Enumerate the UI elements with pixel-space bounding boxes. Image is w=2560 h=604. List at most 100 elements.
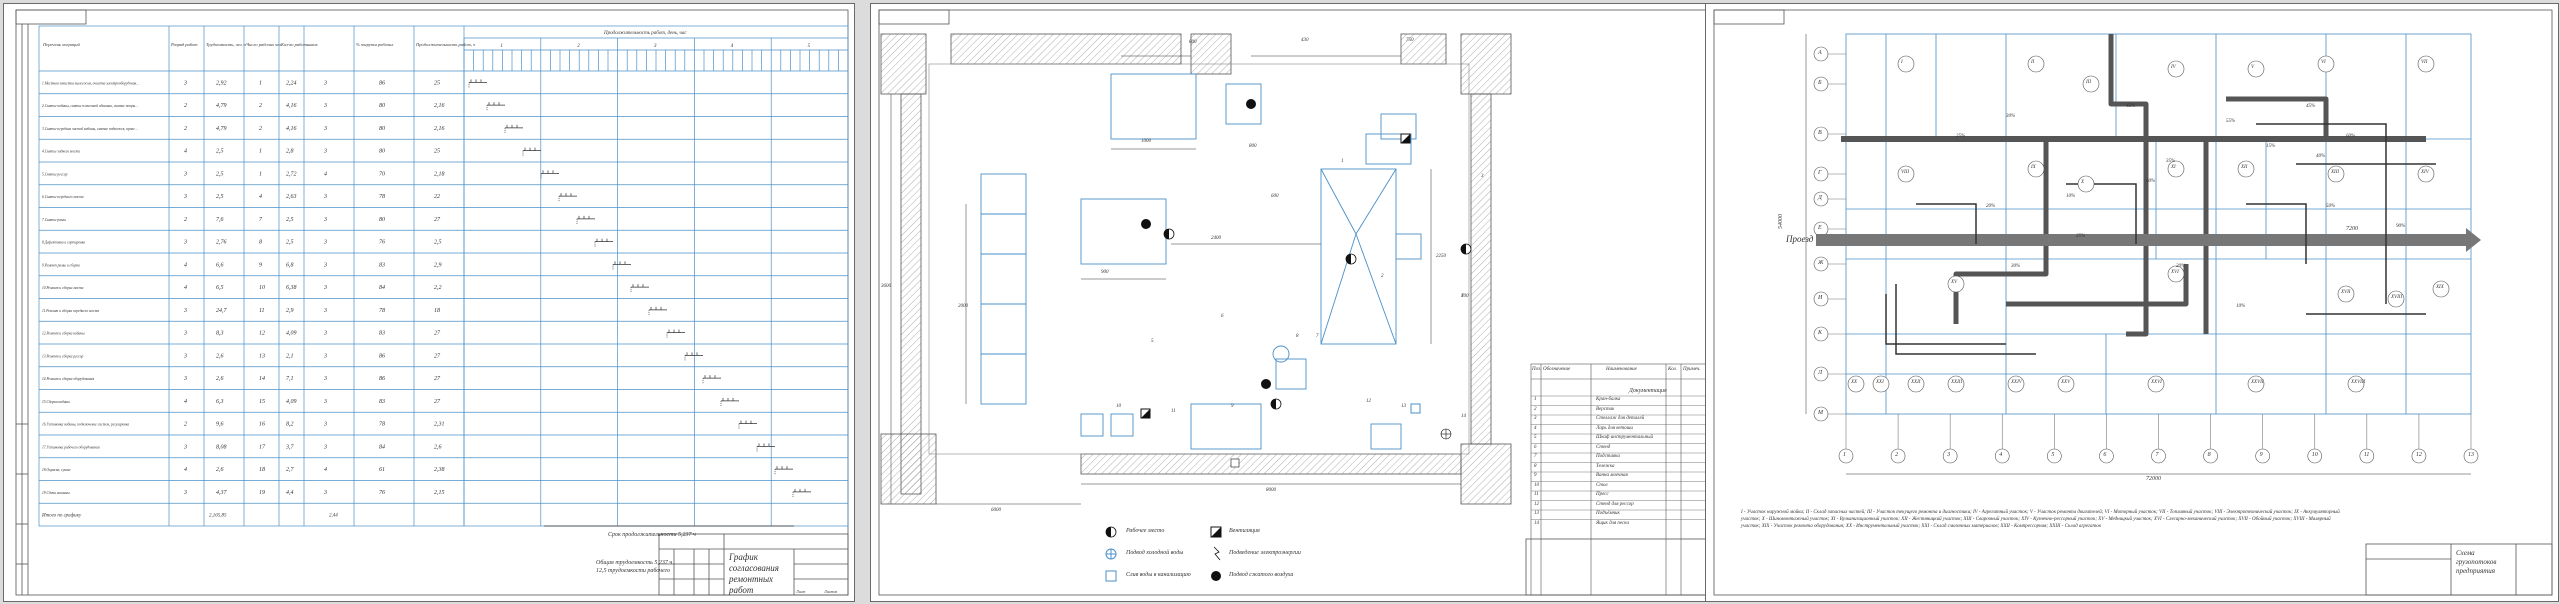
table-row-k: 2,72: [286, 171, 297, 177]
spec-item: Шкаф инструментальный: [1596, 435, 1653, 440]
table-row-op: 7.Снятие рамы: [42, 218, 66, 222]
table-row-op: 18.Окраска, сушка: [42, 468, 71, 473]
spec-header: Кол.: [1668, 367, 1677, 372]
table-row-labor: 8,3: [216, 331, 224, 337]
table-row-rank: 3: [183, 376, 187, 382]
table-row-dur: 2,6: [434, 444, 442, 450]
zone-marker: [2147, 375, 2165, 393]
axis-label-left: Б: [1818, 80, 1822, 86]
table-row-dur: 25: [434, 80, 440, 86]
table-row-op: 17.Установка рабочего оборудования: [42, 445, 100, 449]
axis-bubble-bottom: [2203, 448, 2218, 464]
axis-bubble-bottom: [2099, 448, 2114, 464]
flow-percent: 25%: [2076, 234, 2086, 239]
table-row-k: 3,7: [285, 444, 295, 450]
zone-label: V: [2251, 65, 2255, 70]
gantt-day: 3: [654, 44, 657, 49]
spec-pos: 10: [1534, 482, 1539, 488]
table-row-workers: 14: [259, 375, 265, 382]
table-row-workers: 15: [259, 399, 265, 405]
dimension-label: 6000: [991, 508, 1001, 513]
legend-air: Подвод сжатого воздуха: [1229, 572, 1294, 578]
table-header: Число рабочих чел.: [246, 42, 282, 47]
zone-label: XXVIII: [2351, 380, 2366, 385]
zone-label: XXV: [2061, 380, 2071, 385]
zone-marker: [2167, 60, 2185, 78]
table-row-pct: 80: [379, 103, 385, 109]
spec-pos: 12: [1534, 501, 1539, 507]
table-row-workers: 13: [259, 353, 265, 359]
axis-bubble-bottom: [2047, 448, 2062, 464]
table-row-k: 4,4: [286, 489, 294, 496]
zone-marker: [2337, 285, 2355, 303]
table-row-k2: 3: [323, 194, 327, 200]
spec-pos: 7: [1534, 454, 1537, 459]
dimension-label: 800: [1249, 144, 1257, 149]
callout-number: 10: [1116, 404, 1121, 409]
zone-marker: [2417, 165, 2435, 183]
table-row-workers: 18: [259, 467, 265, 473]
zone-marker: [2327, 165, 2345, 183]
spec-header: Обозначение: [1543, 367, 1571, 372]
zone-marker: [2027, 55, 2045, 73]
legend-drain: Слив воды в канализацию: [1126, 572, 1191, 578]
table-row-rank: 3: [183, 308, 187, 314]
table-row-k2: 4: [324, 170, 327, 177]
table-row-labor: 2,5: [216, 194, 224, 200]
table-row-labor: 6,3: [216, 399, 224, 405]
table-row-op: 11.Ремонт и сборка переднего моста: [42, 309, 99, 313]
table-row-k: 2,9: [286, 308, 294, 314]
axis-label-bottom: 5: [2051, 452, 2055, 458]
zone-marker: [1897, 55, 1915, 73]
spec-item: Тележка: [1596, 463, 1615, 469]
zone-label: VII: [2421, 60, 2428, 65]
table-row-rank: 2: [184, 126, 187, 132]
table-row-rank: 4: [184, 284, 187, 291]
table-row-labor: 7,6: [216, 217, 224, 223]
spec-item: Стол: [1596, 482, 1608, 488]
callout-number: 5: [1151, 339, 1154, 344]
table-row-workers: 11: [259, 308, 265, 314]
table-row-workers: 10: [259, 285, 265, 291]
table-row-workers: 8: [259, 240, 262, 246]
table-row-dur: 27: [434, 399, 441, 405]
total-labor: 2,165,85: [209, 514, 227, 519]
workshop-plan: [878, 9, 1708, 596]
zone-marker: [2347, 375, 2365, 393]
spec-pos: 1: [1534, 397, 1537, 402]
zone-label: XXIV: [2011, 380, 2022, 385]
axis-label-left: Ж: [1818, 260, 1824, 266]
table-row-dur: 2,16: [434, 103, 445, 109]
table-row-workers: 2: [259, 103, 262, 109]
table-row-labor: 6,5: [216, 285, 224, 291]
zone-label: XVI: [2171, 270, 2179, 275]
table-row-k: 2,1: [286, 353, 294, 359]
callout-number: 13: [1401, 404, 1406, 409]
table-row-op: 1.Местная зачистка пылесосом, очистка эл…: [42, 81, 139, 86]
wall-corner-ne: [1460, 33, 1512, 95]
table-row-dur: 2,18: [434, 171, 445, 177]
axis-label-bottom: 6: [2103, 452, 2107, 458]
zone-marker: [2432, 280, 2450, 298]
axis-label-bottom: 2: [1895, 452, 1899, 458]
spec-item: Ларь для ветоши: [1596, 425, 1633, 431]
zone-marker: [2417, 55, 2435, 73]
table-row-k: 2,7: [286, 467, 295, 473]
crane-area: [1320, 168, 1397, 345]
wall-north-left: [950, 33, 1182, 65]
zone-marker: [1947, 275, 1965, 293]
axis-label-bottom: 3: [1947, 452, 1951, 458]
period-note: Срок продолжительности 5,237 ч: [608, 532, 696, 538]
axis-label-bottom: 12: [2415, 452, 2422, 458]
sheet-label: Лист: [796, 589, 806, 594]
table-row-pct: 80: [379, 217, 385, 223]
table-row-k: 4,09: [286, 330, 297, 337]
table-row-k: 2,5: [286, 217, 294, 223]
table-row-pct: 83: [379, 262, 385, 268]
flow-percent: 20%: [1986, 204, 1996, 209]
table-row-pct: 83: [379, 399, 385, 405]
zone-label: XXIII: [1951, 380, 1963, 385]
table-row-k2: 3: [323, 422, 327, 428]
table-row-k2: 3: [323, 308, 327, 314]
